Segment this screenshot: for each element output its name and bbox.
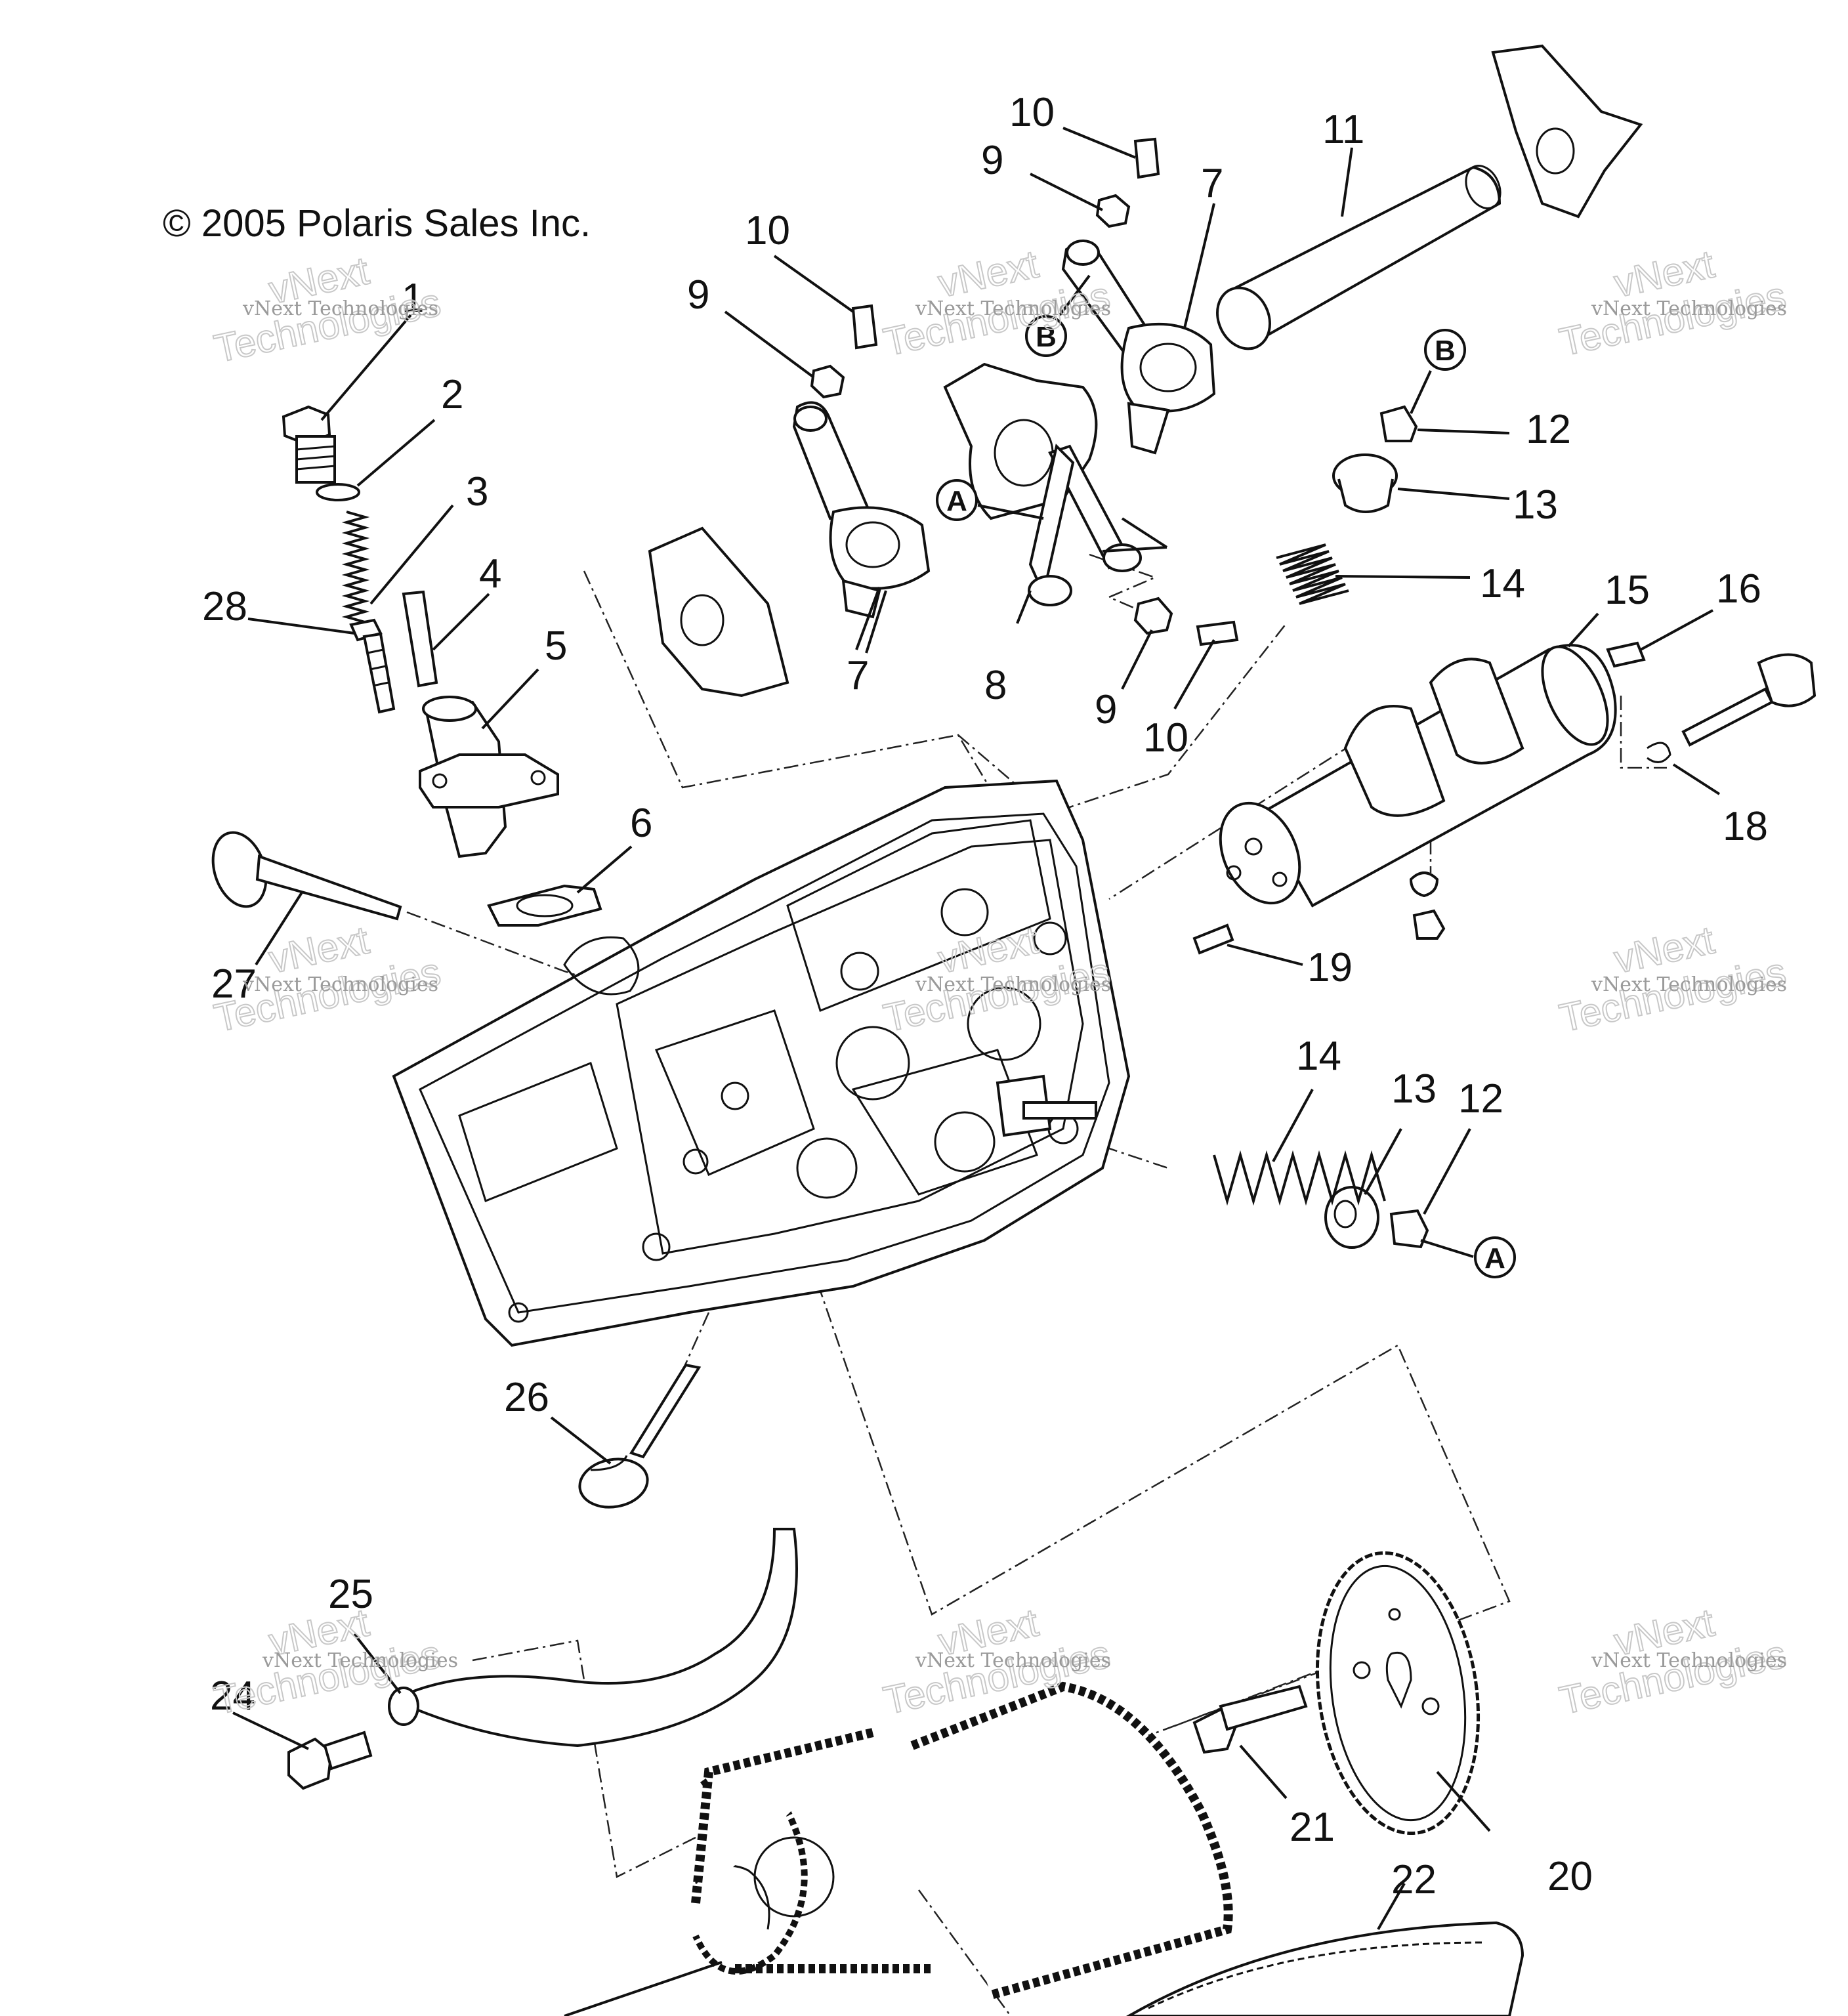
callout-9: 9 bbox=[1095, 687, 1117, 732]
svg-text:A: A bbox=[946, 485, 967, 517]
callout-10: 10 bbox=[1009, 90, 1055, 135]
mounting-bolt bbox=[349, 618, 396, 714]
callout-13: 13 bbox=[1513, 482, 1558, 528]
callout-10: 10 bbox=[745, 208, 790, 253]
watermark: vNext Technologies bbox=[1555, 241, 1791, 365]
callout-11: 11 bbox=[1322, 107, 1364, 152]
svg-text:B: B bbox=[1036, 321, 1057, 353]
camshaft-sprocket bbox=[1315, 1551, 1480, 1836]
callout-6: 6 bbox=[630, 801, 652, 846]
callout-24: 24 bbox=[210, 1673, 255, 1719]
callout-14: 14 bbox=[1296, 1034, 1341, 1079]
chain-guide-lower bbox=[1125, 1921, 1524, 2016]
spring-retainer bbox=[1324, 453, 1398, 1249]
leader-lines bbox=[232, 127, 1721, 2016]
copyright-notice: © 2005 Polaris Sales Inc. bbox=[163, 202, 591, 245]
rocker-arm-left bbox=[792, 401, 931, 619]
watermark: vNext Technologies bbox=[915, 973, 1111, 996]
callout-3: 3 bbox=[466, 469, 488, 514]
svg-text:B: B bbox=[1435, 335, 1456, 367]
svg-text:A: A bbox=[1484, 1242, 1505, 1274]
sprocket-bolt bbox=[1192, 1685, 1308, 1754]
callout-12: 12 bbox=[1526, 407, 1571, 452]
callout-22: 22 bbox=[1391, 1857, 1437, 1902]
reference-marker-a: A bbox=[1474, 1236, 1516, 1278]
callout-28: 28 bbox=[202, 584, 247, 629]
callout-26: 26 bbox=[504, 1375, 549, 1420]
tensioner-spring bbox=[341, 511, 370, 623]
watermark: vNext Technologies bbox=[915, 1649, 1111, 1672]
callout-21: 21 bbox=[1290, 1805, 1335, 1850]
rocker-shaft bbox=[1216, 165, 1502, 350]
valve-keeper bbox=[1379, 405, 1429, 1249]
reference-marker-b: B bbox=[1025, 315, 1067, 357]
callout-27: 27 bbox=[211, 961, 257, 1007]
watermark: vNext Technologies bbox=[1591, 297, 1787, 320]
exhaust-valve bbox=[211, 831, 402, 921]
callout-16: 16 bbox=[1716, 566, 1761, 612]
callout-14: 14 bbox=[1480, 561, 1525, 606]
rocker-support-bracket bbox=[648, 526, 789, 698]
timing-chain bbox=[691, 1681, 1233, 2000]
retaining-clip bbox=[1647, 742, 1671, 763]
watermark: vNext Technologies bbox=[1591, 1649, 1787, 1672]
chain-guide bbox=[388, 1528, 798, 1748]
callout-15: 15 bbox=[1605, 568, 1650, 613]
reference-marker-a: A bbox=[936, 479, 978, 521]
adjuster-nut bbox=[810, 194, 1173, 635]
watermark: vNext Technologies bbox=[262, 1649, 458, 1672]
callout-1: 1 bbox=[402, 276, 424, 321]
callout-5: 5 bbox=[545, 623, 567, 669]
callout-25: 25 bbox=[328, 1572, 373, 1617]
callout-10: 10 bbox=[1143, 715, 1188, 761]
callout-9: 9 bbox=[687, 272, 709, 318]
callout-13: 13 bbox=[1391, 1066, 1437, 1112]
cam-chain-tensioner bbox=[419, 696, 559, 858]
tensioner-bolt bbox=[282, 405, 336, 484]
adjuster-screw bbox=[851, 137, 1239, 646]
valve-spring-lower bbox=[1213, 1150, 1386, 1206]
callout-2: 2 bbox=[441, 372, 463, 417]
rocker-arm-center bbox=[943, 362, 1142, 606]
watermark: vNext Technologies bbox=[242, 297, 438, 320]
cylinder-head bbox=[392, 779, 1131, 1347]
callout-7: 7 bbox=[1201, 161, 1223, 206]
callout-8: 8 bbox=[984, 663, 1007, 708]
rocker-shaft-bracket bbox=[1491, 44, 1643, 219]
callout-18: 18 bbox=[1723, 804, 1768, 849]
tensioner-plunger bbox=[402, 590, 438, 688]
callout-20: 20 bbox=[1547, 1854, 1593, 1899]
watermark: vNext Technologies bbox=[1555, 917, 1791, 1041]
watermark: vNext Technologies bbox=[242, 973, 438, 996]
watermark: vNext Technologies bbox=[1591, 973, 1787, 996]
camshaft-dowel-pin bbox=[1606, 641, 1646, 668]
rocker-arm-right bbox=[1061, 240, 1216, 455]
valve-spring bbox=[1276, 543, 1349, 605]
camshaft bbox=[1219, 644, 1617, 940]
watermark: vNext Technologies bbox=[915, 297, 1111, 320]
guide-bolt bbox=[287, 1731, 373, 1790]
callout-4: 4 bbox=[479, 551, 501, 597]
callout-7: 7 bbox=[847, 653, 869, 698]
tensioner-gasket bbox=[487, 884, 602, 927]
callout-12: 12 bbox=[1458, 1076, 1503, 1122]
reference-marker-b: B bbox=[1424, 329, 1466, 371]
intake-valve bbox=[578, 1363, 702, 1509]
washer bbox=[316, 483, 360, 501]
locating-pin bbox=[1192, 923, 1234, 955]
callout-9: 9 bbox=[981, 138, 1003, 183]
callout-labels: 1 2 3 4 5 6 7 7 8 9 9 9 10 10 10 11 12 1… bbox=[202, 90, 1768, 1902]
callout-19: 19 bbox=[1307, 945, 1353, 990]
decompressor-assembly bbox=[1681, 653, 1816, 747]
